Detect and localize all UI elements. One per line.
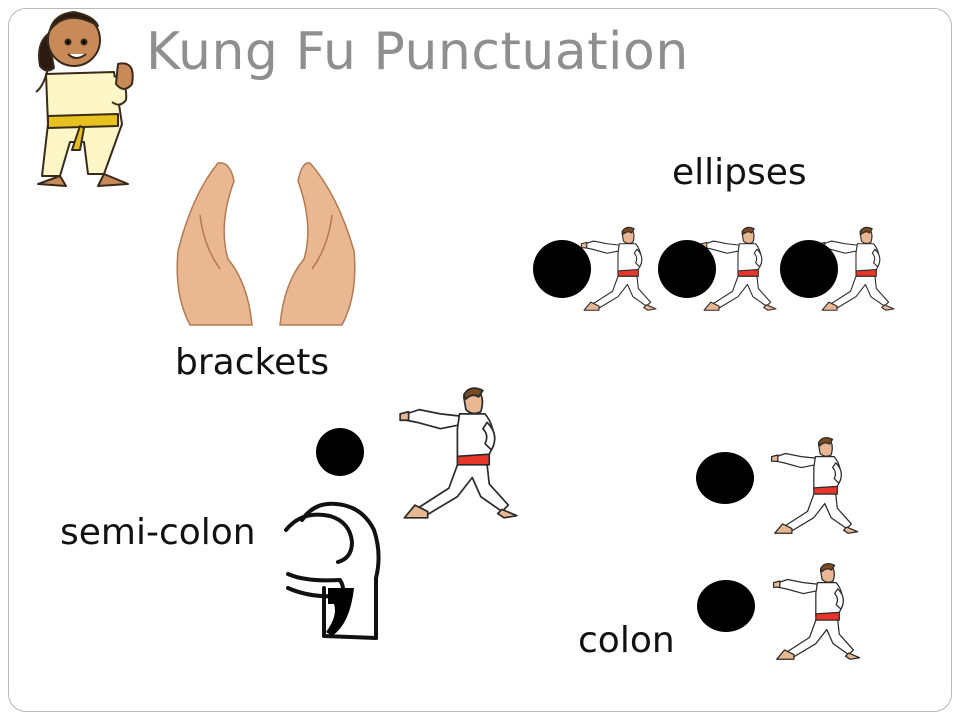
cupped-hands-image (176, 162, 356, 326)
semicolon-hand-outline (284, 501, 381, 640)
karateka-colon-top (770, 437, 859, 534)
karateka-ellipses-1 (580, 226, 657, 311)
label-brackets: brackets (175, 342, 330, 383)
label-semicolon: semi-colon (60, 512, 256, 553)
semicolon-dot (316, 428, 364, 476)
karateka-semicolon (399, 387, 518, 519)
label-colon: colon (578, 620, 675, 661)
ellipsis-dot-3 (780, 240, 838, 298)
label-ellipses: ellipses (672, 152, 807, 193)
ellipsis-dot-2 (658, 240, 716, 298)
karateka-colon-bottom (772, 563, 861, 660)
ellipsis-dot-1 (533, 240, 591, 298)
karate-girl-mascot (35, 11, 134, 187)
colon-dot-top (696, 452, 754, 504)
slide-frame (8, 8, 952, 712)
page-title: Kung Fu Punctuation (146, 22, 689, 82)
colon-dot-bottom (697, 580, 755, 632)
